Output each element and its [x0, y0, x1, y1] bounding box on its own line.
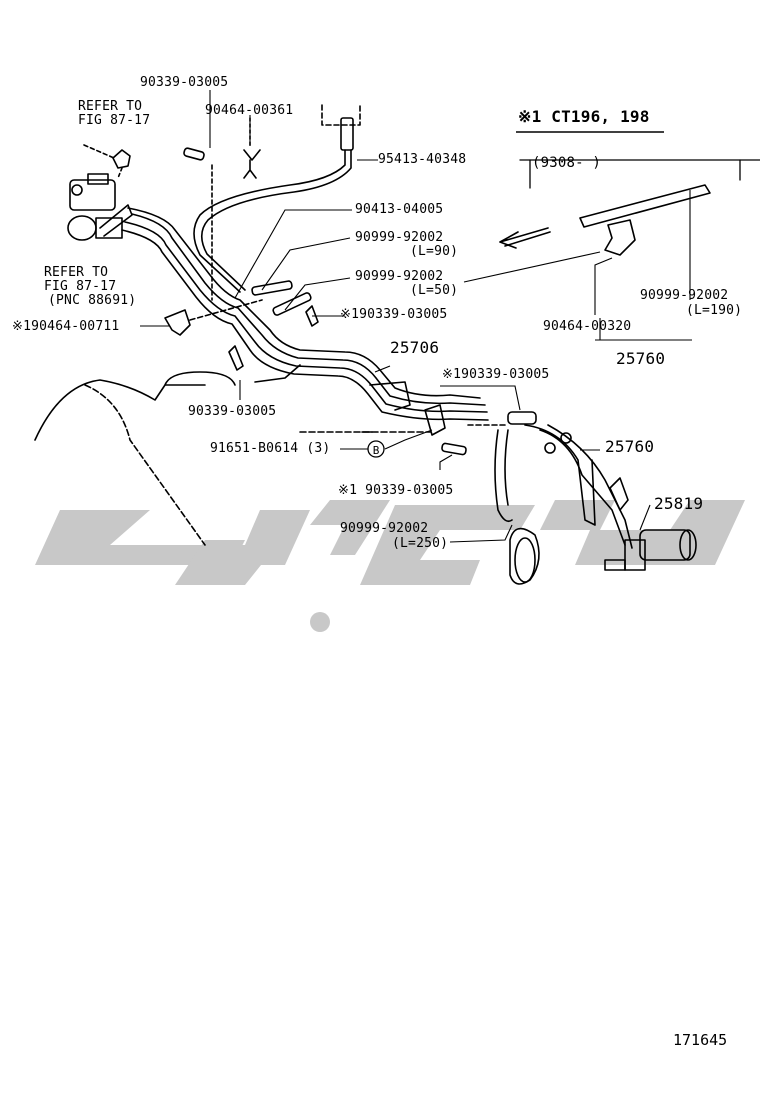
part-callout[interactable]: 25760 — [616, 349, 666, 368]
bracket-25706 — [254, 364, 411, 411]
inset-ct196 — [499, 159, 760, 256]
production-range: (9308- ) — [532, 155, 602, 171]
fuel-tank-inner — [84, 384, 206, 546]
line-art — [34, 104, 760, 585]
leader-lines — [140, 90, 692, 543]
vsv-left-body — [69, 179, 116, 211]
watermark-logo — [35, 500, 745, 632]
inset-pipe — [579, 184, 711, 228]
part-callout[interactable]: 91651-B0614 (3) — [210, 441, 331, 456]
part-callout[interactable]: 90464-00320 — [543, 319, 632, 334]
clamp-90464-00361 — [243, 149, 261, 179]
fuel-tank-outline — [34, 379, 206, 441]
marker-b-text: B — [373, 444, 380, 457]
part-callout[interactable]: ※190464-00711 — [12, 319, 120, 334]
part-callout[interactable]: 90339-03005 — [188, 404, 277, 419]
length-note: (L=50) — [410, 283, 459, 298]
figure-number: 171645 — [673, 1031, 728, 1049]
marker-b: B — [367, 440, 385, 458]
part-callout[interactable]: 25706 — [390, 338, 440, 357]
length-note: (L=90) — [410, 244, 459, 259]
part-callout[interactable]: 25760 — [605, 437, 655, 456]
hose-l250 — [494, 429, 513, 523]
reference-note: REFER TO — [78, 99, 143, 114]
reference-note[interactable]: FIG 87-17 — [44, 279, 117, 294]
length-note: (L=250) — [392, 536, 449, 551]
part-callout[interactable]: 25819 — [654, 494, 704, 513]
header-underline — [516, 131, 664, 133]
reference-note: REFER TO — [44, 265, 109, 280]
part-callout[interactable]: ※190339-03005 — [442, 367, 550, 382]
part-callout[interactable]: 90339-03005 — [140, 75, 229, 90]
bolt-left — [112, 149, 131, 169]
part-callout[interactable]: ※1 90339-03005 — [338, 483, 454, 498]
reference-note[interactable]: FIG 87-17 — [78, 113, 151, 128]
part-callout[interactable]: 90999-92002 — [340, 521, 429, 536]
part-callout[interactable]: 90999-92002 — [355, 230, 444, 245]
inset-clamp — [604, 219, 636, 256]
bracket-190464 — [164, 309, 191, 336]
variant-header: ※1 CT196, 198 — [518, 107, 650, 126]
part-callout[interactable]: 90464-00361 — [205, 103, 294, 118]
part-callout[interactable]: ※190339-03005 — [340, 307, 448, 322]
reference-note: (PNC 88691) — [48, 293, 137, 308]
hose-clamp-1 — [183, 147, 205, 161]
vsv-25819-body — [639, 529, 691, 561]
part-callout[interactable]: 90413-04005 — [355, 202, 444, 217]
vacuum-pipe-bundle — [121, 207, 489, 421]
part-callout[interactable]: 95413-40348 — [378, 152, 467, 167]
hose-95413 — [193, 149, 346, 293]
part-callout[interactable]: 90999-92002 — [355, 269, 444, 284]
length-note: (L=190) — [686, 303, 743, 318]
vsv-left-coil — [67, 215, 97, 241]
part-callout[interactable]: 90999-92002 — [640, 288, 729, 303]
check-valve — [509, 527, 540, 585]
